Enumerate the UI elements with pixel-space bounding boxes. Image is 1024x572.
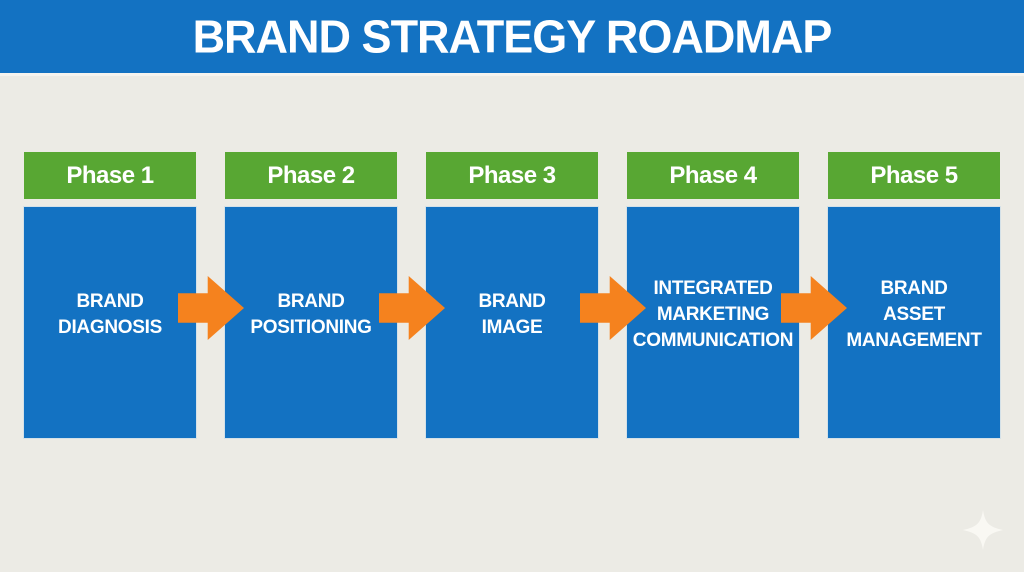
phase-2-box-label: BRAND POSITIONING xyxy=(250,290,372,338)
phase-3-label: Phase 3 xyxy=(468,161,556,189)
phase-1-box: BRAND DIAGNOSIS xyxy=(24,207,196,438)
phase-column-2: Phase 2 BRAND POSITIONING xyxy=(225,152,397,438)
page-title: BRAND STRATEGY ROADMAP xyxy=(192,9,833,63)
phase-4-header: Phase 4 xyxy=(627,152,799,199)
phase-5-box: BRAND ASSET MANAGEMENT xyxy=(828,207,1000,438)
phase-4-box: INTEGRATED MARKETING COMMUNICATION xyxy=(627,207,799,438)
phase-5-header: Phase 5 xyxy=(828,152,1000,199)
phase-4-box-label: INTEGRATED MARKETING COMMUNICATION xyxy=(632,277,794,351)
phase-column-3: Phase 3 BRAND IMAGE xyxy=(426,152,598,438)
phase-3-header: Phase 3 xyxy=(426,152,598,199)
phase-1-header: Phase 1 xyxy=(24,152,196,199)
phase-column-1: Phase 1 BRAND DIAGNOSIS xyxy=(24,152,196,438)
phase-1-label: Phase 1 xyxy=(66,161,154,189)
phase-3-box-label: BRAND IMAGE xyxy=(478,290,546,338)
phase-2-box: BRAND POSITIONING xyxy=(225,207,397,438)
phase-5-box-label: BRAND ASSET MANAGEMENT xyxy=(846,277,982,351)
phase-5-label: Phase 5 xyxy=(870,161,958,189)
title-bar: BRAND STRATEGY ROADMAP xyxy=(0,0,1024,76)
phase-1-box-label: BRAND DIAGNOSIS xyxy=(58,290,162,338)
phase-4-label: Phase 4 xyxy=(669,161,757,189)
phase-column-5: Phase 5 BRAND ASSET MANAGEMENT xyxy=(828,152,1000,438)
sparkle-star-icon xyxy=(963,510,1003,550)
phase-2-header: Phase 2 xyxy=(225,152,397,199)
phase-2-label: Phase 2 xyxy=(267,161,355,189)
phase-column-4: Phase 4 INTEGRATED MARKETING COMMUNICATI… xyxy=(627,152,799,438)
phase-3-box: BRAND IMAGE xyxy=(426,207,598,438)
